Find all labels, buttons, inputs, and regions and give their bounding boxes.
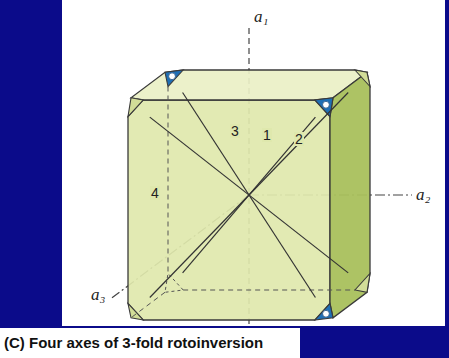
axis-number: 2 bbox=[294, 132, 304, 146]
figure-caption: (C) Four axes of 3-fold rotoinversion bbox=[4, 335, 263, 350]
rotoinversion-symbol bbox=[323, 101, 330, 108]
axis-number: 3 bbox=[230, 124, 240, 138]
rotoinversion-symbol bbox=[169, 73, 176, 80]
axis-label: a₁ bbox=[253, 8, 269, 25]
axis-label: a₂ bbox=[415, 186, 431, 203]
axis-number: 1 bbox=[262, 128, 272, 142]
corner-face bbox=[165, 70, 183, 87]
corner-face bbox=[355, 70, 370, 87]
crystal-face bbox=[131, 70, 367, 100]
figure-panel bbox=[62, 0, 445, 326]
hidden-edge bbox=[131, 292, 165, 318]
crystal-face bbox=[330, 72, 370, 317]
corner-face bbox=[128, 98, 143, 117]
hidden-edge bbox=[183, 290, 355, 291]
corner-face bbox=[128, 304, 143, 321]
rotoinversion-axis bbox=[150, 117, 348, 273]
corner-face bbox=[355, 274, 370, 293]
caption-panel bbox=[0, 328, 300, 358]
axis-number: 4 bbox=[150, 186, 160, 200]
hidden-corner bbox=[165, 274, 183, 293]
corner-face bbox=[315, 304, 333, 321]
rotoinversion-axis bbox=[150, 93, 348, 298]
corner-face bbox=[315, 98, 333, 117]
rotoinversion-symbol bbox=[323, 310, 330, 317]
crystal-face bbox=[128, 100, 330, 320]
hidden-edge bbox=[168, 87, 169, 274]
axis-label: a₃ bbox=[90, 286, 106, 303]
